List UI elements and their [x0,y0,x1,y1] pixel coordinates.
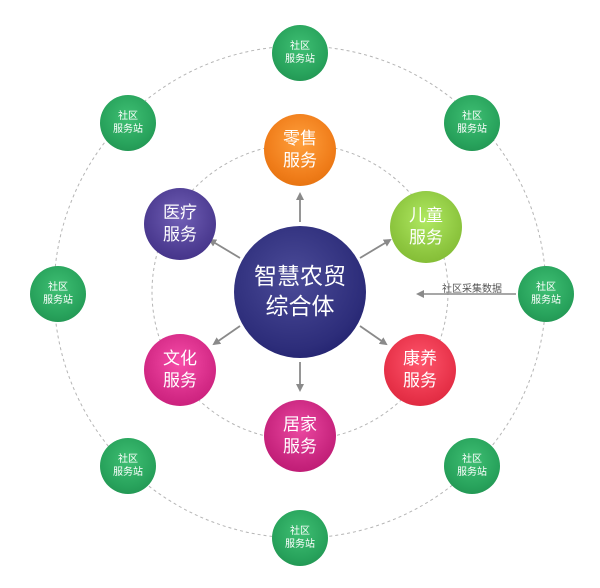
arrow-to-children [359,238,392,259]
station-label-line1: 社区 [118,111,138,122]
station-label-line1: 社区 [536,282,556,293]
service-label-line2: 服务 [163,225,197,245]
station-node: 社区 服务站 [444,438,500,494]
arrow-to-medical [208,238,241,259]
arrow-to-culture [212,325,241,346]
service-label-line2: 服务 [403,371,437,391]
station-label-line2: 服务站 [285,539,315,550]
collect-data-label: 社区采集数据 [442,284,502,295]
arrow-to-health [359,325,388,346]
service-label-line1: 医疗 [163,203,197,223]
service-label-line2: 服务 [283,151,317,171]
station-label-line2: 服务站 [457,124,487,135]
station-label-line2: 服务站 [531,295,561,306]
station-node: 社区 服务站 [272,510,328,566]
service-label-line2: 服务 [163,371,197,391]
station-label-line1: 社区 [118,454,138,465]
station-node: 社区 服务站 [272,25,328,81]
center-title-line1: 智慧农贸 [254,264,346,290]
service-label-line2: 服务 [409,228,443,248]
station-label-line1: 社区 [290,41,310,52]
center-hub: 智慧农贸 综合体 [234,226,366,358]
station-label-line2: 服务站 [285,54,315,65]
station-label-line2: 服务站 [43,295,73,306]
station-node: 社区 服务站 [100,438,156,494]
service-label-line1: 康养 [403,349,437,369]
service-medical: 医疗 服务 [144,188,216,260]
service-label-line1: 儿童 [409,206,443,226]
station-label-line1: 社区 [462,111,482,122]
station-label-line1: 社区 [48,282,68,293]
station-node: 社区 服务站 [100,95,156,151]
station-label-line2: 服务站 [457,467,487,478]
service-children: 儿童 服务 [390,191,462,263]
service-culture: 文化 服务 [144,334,216,406]
service-home: 居家 服务 [264,400,336,472]
center-title-line2: 综合体 [265,294,335,320]
service-label-line1: 零售 [283,129,317,149]
station-node: 社区 服务站 [518,266,574,322]
service-label-line2: 服务 [283,437,317,457]
service-retail: 零售 服务 [264,114,336,186]
station-label-line1: 社区 [462,454,482,465]
service-health: 康养 服务 [384,334,456,406]
station-node: 社区 服务站 [444,95,500,151]
station-label-line1: 社区 [290,526,310,537]
service-label-line1: 居家 [283,415,317,435]
station-node: 社区 服务站 [30,266,86,322]
service-label-line1: 文化 [163,349,197,369]
station-label-line2: 服务站 [113,124,143,135]
station-label-line2: 服务站 [113,467,143,478]
